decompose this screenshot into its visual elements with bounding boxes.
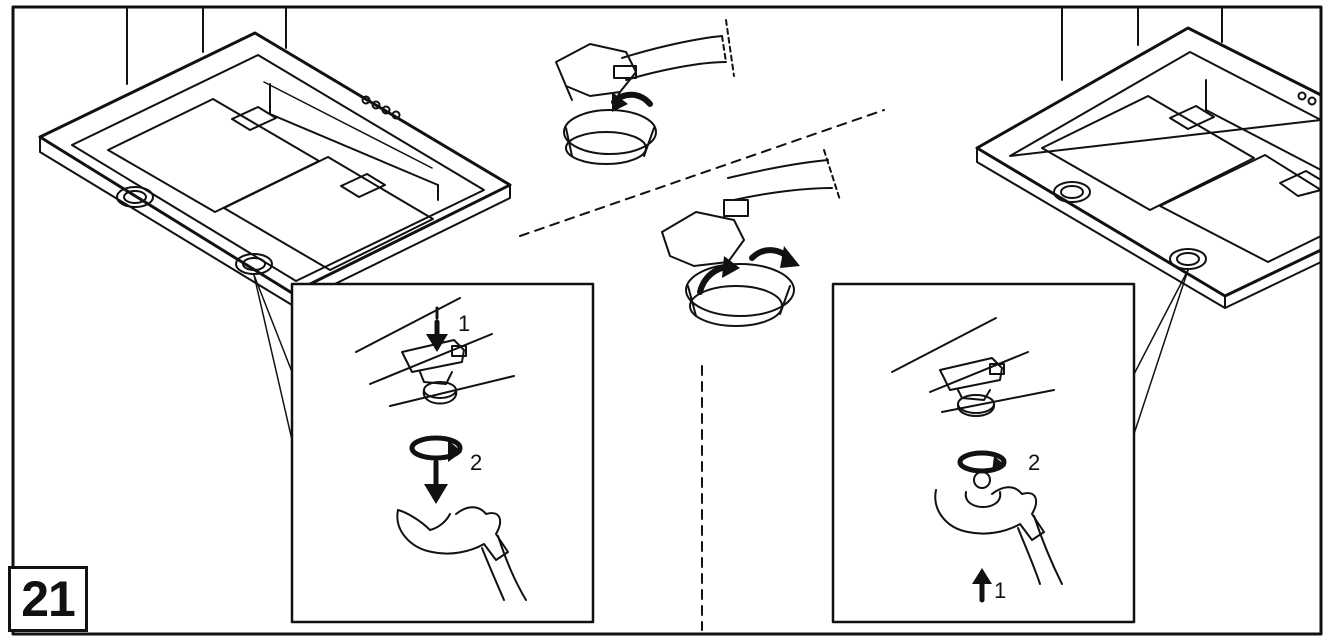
grease-filter-left-a [107,98,320,213]
grease-filter-left-b [223,156,434,271]
left-inset-step2-label: 2 [470,450,482,475]
grease-filter-right-a [1041,95,1255,211]
step-number-badge: 21 [8,566,88,632]
right-inset-install-steps [831,282,1136,624]
right-range-hood [975,8,1323,441]
left-range-hood [38,8,512,441]
lamp-refit-detail [661,149,841,327]
lamp-right-b [1169,248,1207,270]
right-inset-step2-label: 2 [1028,450,1040,475]
figure-frame [11,5,1323,636]
lamp-right-a [1053,181,1091,203]
lamp-unscrew-detail [555,19,735,165]
divider-diagonal [519,109,885,237]
lamp-left-b [235,253,273,275]
right-inset-step1-label: 1 [994,578,1006,603]
grease-filter-right-b [1159,154,1322,263]
lamp-left-a [116,186,154,208]
left-inset-removal-steps [290,282,595,624]
left-inset-step1-label: 1 [458,311,470,336]
